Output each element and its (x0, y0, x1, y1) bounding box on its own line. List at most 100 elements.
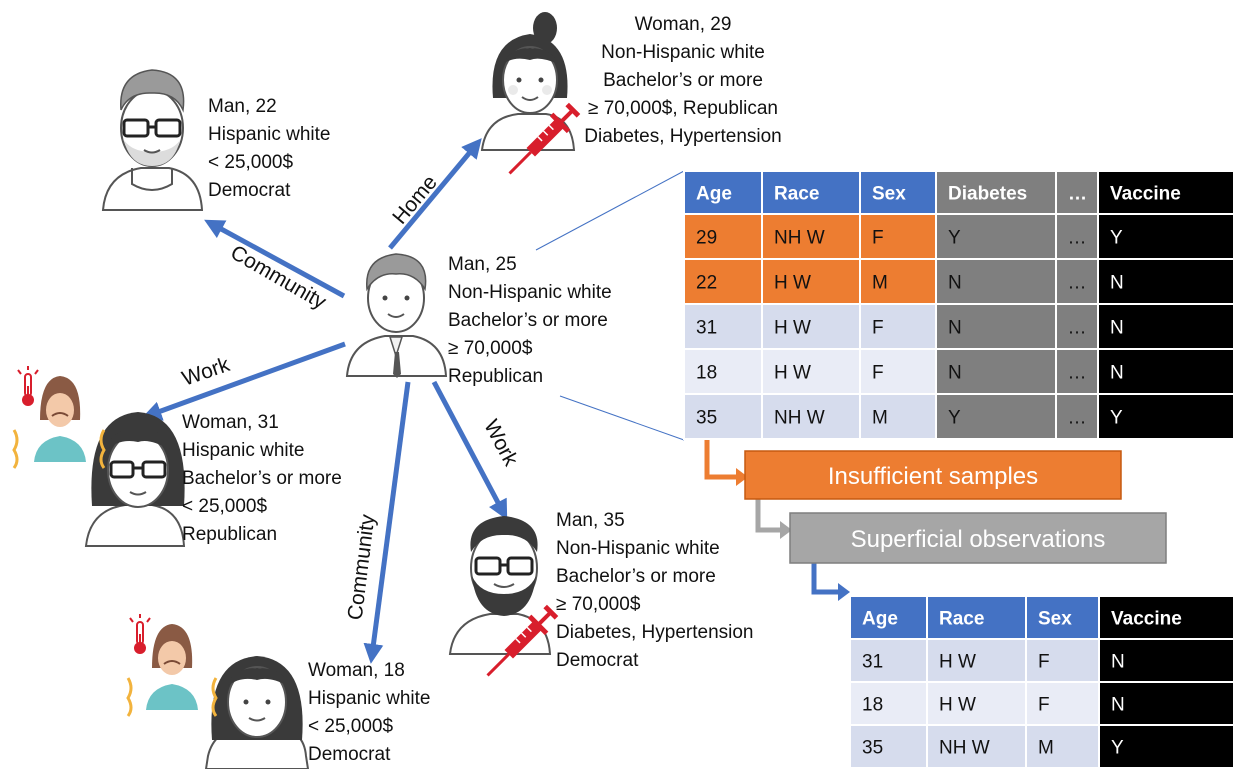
elbow-arrow-blue (811, 563, 838, 595)
table-cell-value: N (1111, 695, 1125, 716)
table-cell (1098, 681, 1234, 726)
desc-line: Diabetes, Hypertension (584, 126, 782, 147)
arrow-community-bottom (363, 381, 411, 664)
desc-line: Bachelor’s or more (556, 566, 716, 587)
arrow-home (388, 138, 482, 250)
desc-line: Woman, 29 (635, 14, 732, 35)
table-cell (1097, 303, 1234, 350)
table-cell (1025, 638, 1100, 683)
thermometer-icon-bottom (129, 613, 151, 655)
arrow-work-left (141, 341, 346, 421)
table-cell-value: NH W (774, 228, 825, 249)
table-cell-value: 31 (696, 318, 717, 339)
desc-line: Man, 25 (448, 254, 517, 275)
desc-line: Bachelor’s or more (603, 70, 763, 91)
edge-label-community-bottom: Community (344, 513, 380, 622)
insufficient-samples-box: Insufficient samples (744, 450, 1122, 500)
desc-line: Non-Hispanic white (448, 282, 612, 303)
desc-line: Democrat (556, 650, 639, 671)
table-cell-value: H W (774, 273, 811, 294)
table-header-cell (761, 170, 861, 215)
table-cell (683, 393, 763, 440)
table-cell-value: 31 (862, 652, 883, 673)
table-cell-value: H W (939, 652, 976, 673)
table-cell-value: M (872, 273, 888, 294)
table-cell-value: NH W (939, 738, 990, 759)
sick-person-icon-left (12, 376, 106, 469)
table-cell-value: M (872, 408, 888, 429)
table-cell (761, 213, 861, 260)
table-cell-value: F (1038, 652, 1050, 673)
table-cell-value: … (1068, 228, 1087, 249)
table-cell (1025, 724, 1100, 769)
table-cell (761, 303, 861, 350)
table-cell (1097, 213, 1234, 260)
desc-line: Diabetes, Hypertension (556, 622, 754, 643)
table-header-label: Sex (1038, 609, 1072, 630)
table-cell-value: … (1068, 363, 1087, 384)
table-cell-value: … (1068, 273, 1087, 294)
table-cell-value: 18 (696, 363, 717, 384)
table-header-cell (683, 170, 763, 215)
table-header-cell (1025, 595, 1100, 640)
table-cell (1025, 681, 1100, 726)
desc-line: ≥ 70,000$ (448, 338, 533, 359)
desc-man22: Man, 22 Hispanic white < 25,000$ Democra… (208, 96, 331, 201)
desc-line: Hispanic white (208, 124, 331, 145)
table-cell-value: 35 (696, 408, 717, 429)
table-header-cell (926, 595, 1027, 640)
table-header-cell (849, 595, 928, 640)
table-cell (935, 258, 1057, 305)
arrow-community-top (204, 219, 346, 299)
table-cell (1097, 393, 1234, 440)
table-cell-value: 22 (696, 273, 717, 294)
table-cell (859, 303, 937, 350)
table-cell-value: N (948, 363, 962, 384)
table-cell-value: N (1110, 318, 1124, 339)
table-header-cell (1055, 170, 1099, 215)
elbow-arrow-gray (755, 499, 780, 533)
table-cell-value: … (1068, 318, 1087, 339)
desc-line: Woman, 31 (182, 412, 279, 433)
desc-line: Hispanic white (308, 688, 431, 709)
desc-line: ≥ 70,000$, Republican (588, 98, 778, 119)
table-cell (859, 213, 937, 260)
table-cell (859, 393, 937, 440)
table-cell-value: F (1038, 695, 1050, 716)
table-cell-value: Y (948, 228, 961, 249)
table-cell-value: 35 (862, 738, 883, 759)
table-cell-value: Y (1110, 408, 1123, 429)
woman-avatar-29 (480, 12, 576, 151)
desc-line: < 25,000$ (208, 152, 293, 173)
woman-avatar-18 (204, 656, 310, 769)
table-cell (761, 258, 861, 305)
table-header-label: Race (774, 184, 819, 205)
man-avatar-center (345, 253, 448, 378)
arrow-work-right (431, 380, 508, 520)
table-cell-value: 18 (862, 695, 883, 716)
table-connector-bottom (559, 395, 685, 441)
table-cell (859, 348, 937, 395)
table-cell (935, 393, 1057, 440)
table-cell-value: H W (939, 695, 976, 716)
table-cell-value: M (1038, 738, 1054, 759)
table-cell-value: Y (948, 408, 961, 429)
table-cell-value: N (1111, 652, 1125, 673)
desc-line: Man, 35 (556, 510, 625, 531)
superficial-observations-label: Superficial observations (851, 526, 1106, 553)
table-cell (1098, 724, 1234, 769)
table-cell-value: N (1110, 363, 1124, 384)
desc-line: Republican (448, 366, 543, 387)
table-cell-value: N (1110, 273, 1124, 294)
table-connector-top (535, 170, 685, 251)
table-cell (1055, 258, 1099, 305)
table-cell-value: H W (774, 363, 811, 384)
desc-line: Non-Hispanic white (601, 42, 765, 63)
table-cell-value: Y (1110, 228, 1123, 249)
table-cell-value: N (948, 318, 962, 339)
desc-line: Non-Hispanic white (556, 538, 720, 559)
table-cell-value: … (1068, 408, 1087, 429)
flow-elbow-arrows (704, 440, 850, 601)
